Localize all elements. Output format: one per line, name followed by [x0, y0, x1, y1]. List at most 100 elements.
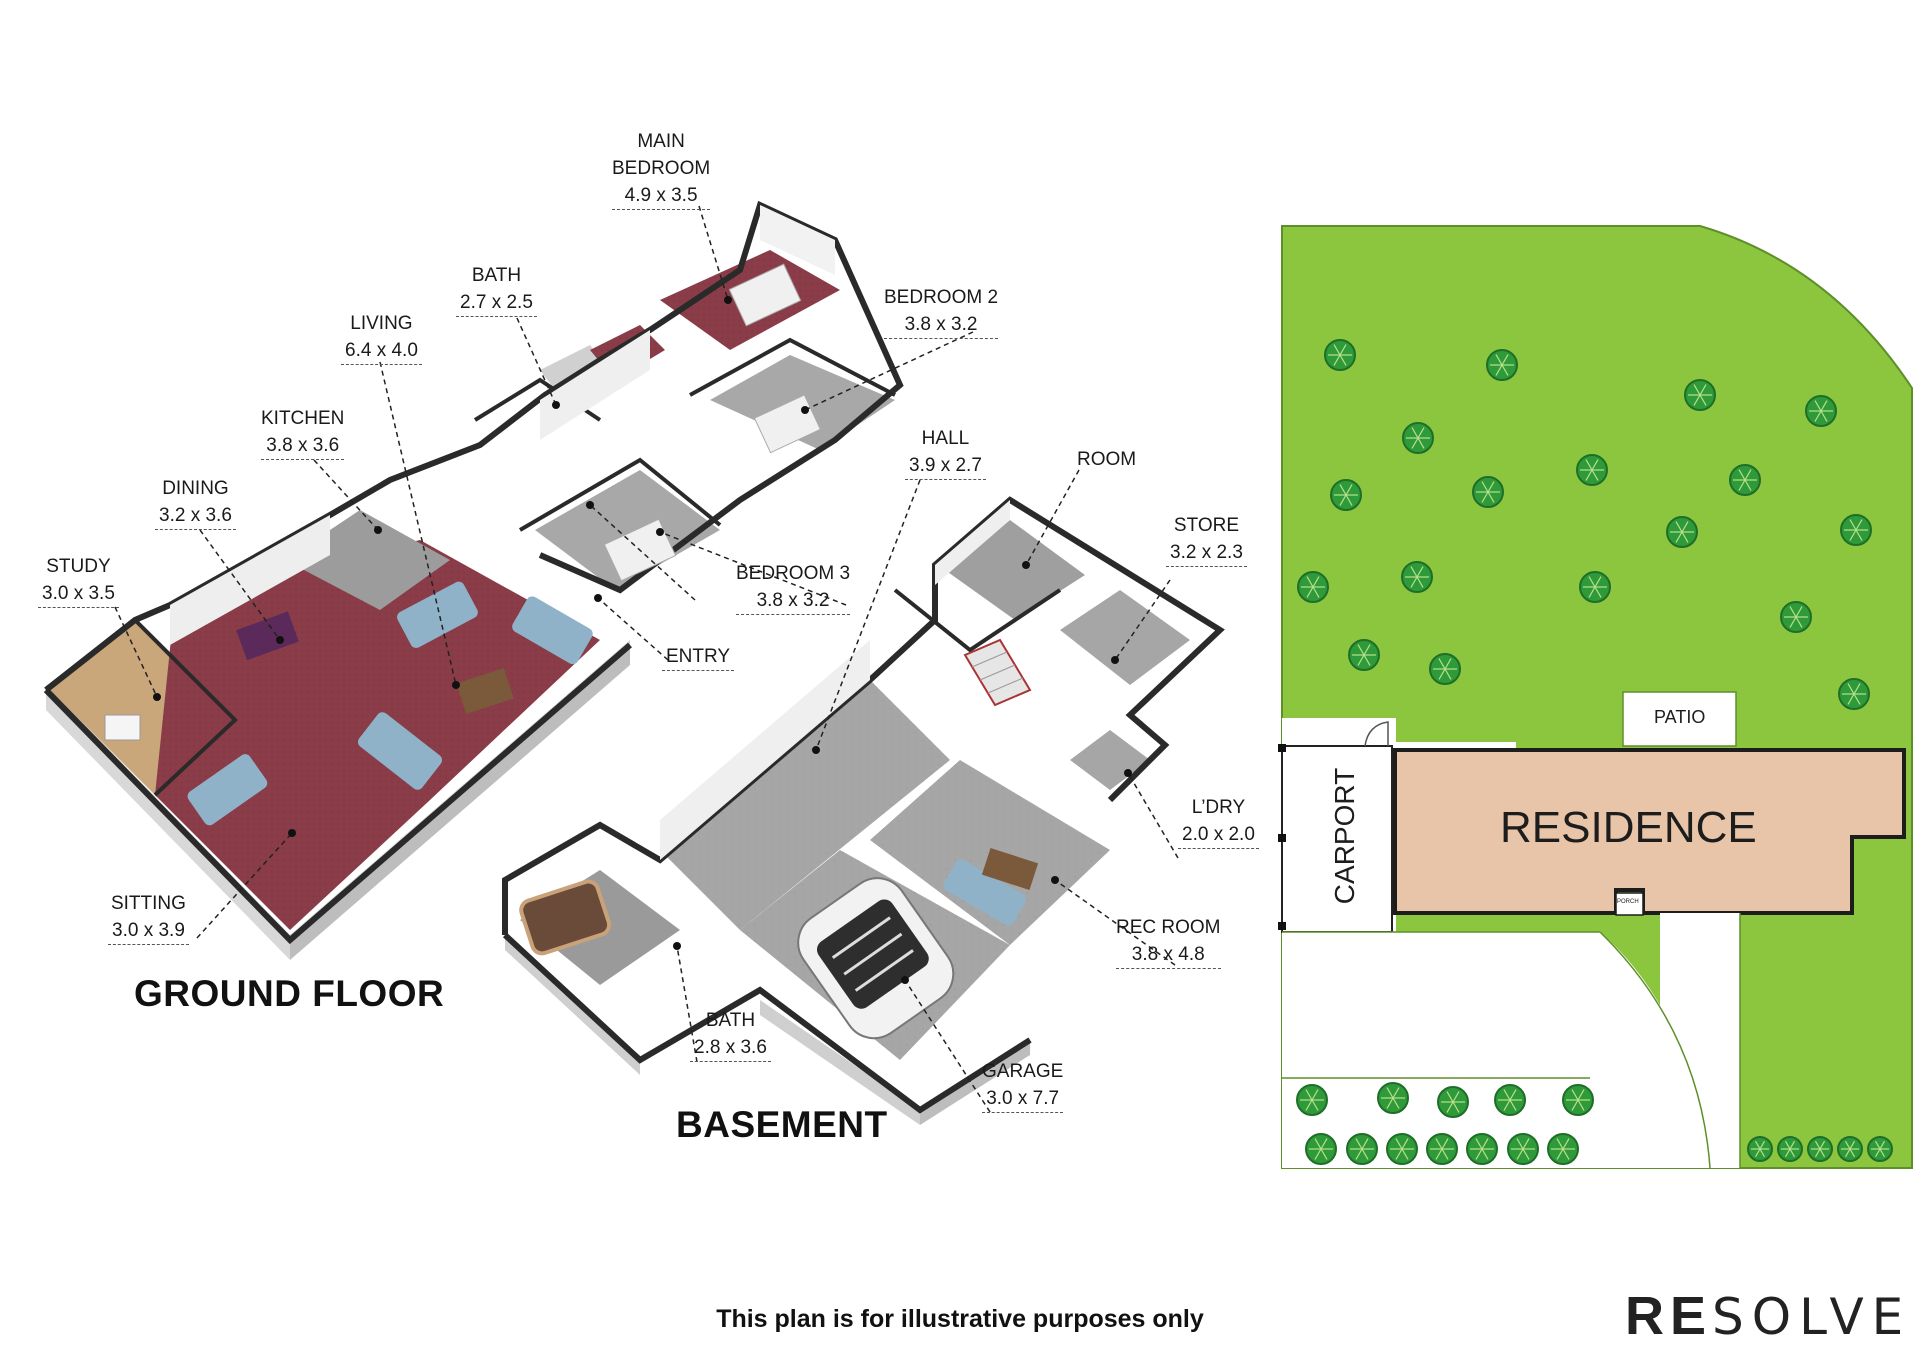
label-bedroom-3: BEDROOM 3 3.8 x 3.2: [736, 560, 851, 615]
label-rec-room: REC ROOM 3.8 x 4.8: [1116, 914, 1221, 969]
tree-icon-detail: [1410, 566, 1418, 578]
tree-icon-detail: [1789, 616, 1797, 628]
table-icon: [456, 668, 514, 714]
tree-icon-detail: [1312, 586, 1320, 598]
room-dimensions: 3.8 x 3.2: [736, 587, 851, 615]
tree-icon-detail: [1357, 644, 1365, 656]
tree-icon-detail: [1571, 1089, 1579, 1101]
room-dimensions: 3.2 x 2.3: [1166, 539, 1247, 567]
tree-icon-detail: [1495, 364, 1503, 376]
bedroom3-floor: [535, 470, 720, 590]
table-icon: [981, 847, 1039, 891]
tree-icon-detail: [1320, 1138, 1328, 1150]
room-dimensions: 2.0 x 2.0: [1178, 821, 1259, 849]
tree-icon-detail: [1355, 1148, 1363, 1160]
leader-dots: [153, 296, 1132, 984]
disclaimer: This plan is for illustrative purposes o…: [716, 1305, 1204, 1333]
room-name: LIVING: [350, 313, 413, 334]
tree-icon-detail: [1333, 344, 1341, 356]
room-name: KITCHEN: [261, 408, 345, 429]
tree-icon-detail: [1849, 529, 1857, 541]
tree-icon-detail: [1345, 494, 1353, 506]
sofa-icon: [943, 859, 1026, 926]
tree-icon-detail: [1591, 469, 1599, 481]
tree-icon-detail: [1311, 1099, 1319, 1111]
tree-icon-detail: [1754, 1140, 1761, 1150]
sofa-icon: [187, 754, 268, 826]
label-store: STORE 3.2 x 2.3: [1166, 512, 1247, 567]
room-dimensions: 6.4 x 4.0: [341, 337, 422, 365]
label-main-bedroom: MAIN BEDROOM 4.9 x 3.5: [612, 128, 711, 210]
tree-icon-detail: [1594, 576, 1602, 588]
label-entry: ENTRY: [662, 643, 735, 671]
tree-icon-detail: [1577, 1099, 1585, 1111]
tree-icon-detail: [1879, 1140, 1886, 1150]
room-name: BEDROOM 3: [736, 563, 851, 584]
tree-icon-detail: [1487, 491, 1495, 503]
store-floor: [1060, 590, 1190, 685]
tree-icon-detail: [1820, 410, 1828, 422]
brand-logo: RESOLVE: [1625, 1285, 1911, 1347]
tree-icon-detail: [1562, 1148, 1570, 1160]
tree-icon-detail: [1452, 1101, 1460, 1113]
tree-icon-detail: [1509, 1089, 1517, 1101]
tree-icon-detail: [1795, 606, 1803, 618]
logo-re: RE: [1625, 1286, 1713, 1346]
room-dimensions: 3.2 x 3.6: [155, 502, 236, 530]
tree-icon-detail: [1699, 394, 1707, 406]
tree-icon-detail: [1416, 576, 1424, 588]
tree-icon-detail: [1819, 1140, 1826, 1150]
label-bath-basement: BATH 2.8 x 3.6: [690, 1007, 771, 1062]
tree-icon-detail: [1675, 521, 1683, 533]
tree-icon-detail: [1306, 576, 1314, 588]
tree-icon-detail: [1814, 410, 1822, 422]
room-name: HALL: [921, 428, 970, 449]
tree-icon-detail: [1693, 394, 1701, 406]
tree-icon-detail: [1795, 616, 1803, 628]
tree-icon-detail: [1306, 586, 1314, 598]
tree-icon-detail: [1320, 1148, 1328, 1160]
tree-icon-detail: [1339, 354, 1347, 366]
tree-icon-detail: [1305, 1099, 1313, 1111]
tree-icon-detail: [1446, 1091, 1454, 1103]
table-icon: [236, 611, 299, 661]
tree-icon-detail: [1693, 384, 1701, 396]
leader-lines: [114, 205, 1179, 1113]
room-dimensions: 3.0 x 3.5: [38, 580, 119, 608]
label-study: STUDY 3.0 x 3.5: [38, 553, 119, 608]
tree-icon-detail: [1361, 1148, 1369, 1160]
tree-icon-detail: [1847, 683, 1855, 695]
tree-icon-detail: [1441, 1138, 1449, 1150]
tree-icon-detail: [1386, 1087, 1394, 1099]
room-name: STUDY: [46, 556, 111, 577]
room-dimensions: 3.0 x 3.9: [108, 917, 189, 945]
tree-icon-detail: [1855, 519, 1863, 531]
tree-icon-detail: [1357, 654, 1365, 666]
tree-icon-detail: [1501, 354, 1509, 366]
sofa-icon: [512, 596, 593, 665]
tree-icon-detail: [1481, 1148, 1489, 1160]
tree-icon-detail: [1849, 519, 1857, 531]
tree-icon-detail: [1363, 644, 1371, 656]
tree-icon-detail: [1363, 654, 1371, 666]
tree-icon-detail: [1417, 427, 1425, 439]
room-name: MAIN: [637, 131, 685, 152]
tree-icon-detail: [1410, 576, 1418, 588]
hall-floor: [660, 680, 950, 930]
tree-icon-detail: [1333, 354, 1341, 366]
spa-icon: [519, 879, 612, 956]
label-kitchen: KITCHEN 3.8 x 3.6: [261, 405, 345, 460]
tree-icon-detail: [1386, 1097, 1394, 1109]
tree-icon-detail: [1475, 1138, 1483, 1150]
label-sitting: SITTING 3.0 x 3.9: [108, 890, 189, 945]
room-dimensions: 3.8 x 3.2: [884, 311, 999, 339]
label-room: ROOM: [1077, 446, 1136, 473]
tree-icon-detail: [1853, 683, 1861, 695]
tree-icon-detail: [1501, 364, 1509, 376]
tree-icon-detail: [1754, 1148, 1761, 1158]
tree-icon-detail: [1481, 1138, 1489, 1150]
tree-icon-detail: [1789, 606, 1797, 618]
tree-icon-detail: [1585, 469, 1593, 481]
porch-label: PORCH: [1617, 899, 1639, 905]
